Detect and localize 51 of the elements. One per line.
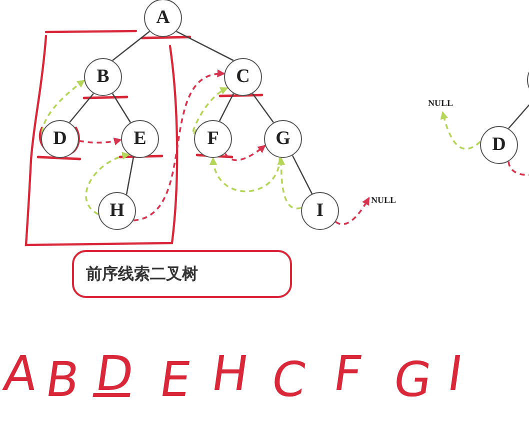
caption-box [72, 250, 292, 298]
node-letter: I [316, 200, 324, 222]
thread-arrow [133, 70, 226, 222]
tree-edge [218, 93, 234, 122]
handwritten-letter: A [0, 350, 40, 398]
handwritten-letter: G [390, 356, 435, 404]
thread-arrow [210, 157, 281, 192]
tree-edge [112, 30, 150, 62]
handwritten-letter: D [92, 350, 136, 398]
tree-edge [126, 156, 134, 195]
node-letter: F [207, 128, 219, 150]
tree-edge [176, 30, 234, 62]
null-label: NULL [371, 195, 396, 205]
tree-node-circle [121, 120, 159, 158]
thread-arrow [85, 152, 130, 216]
node-letter: B [96, 66, 110, 88]
tree-node-circle [84, 58, 122, 96]
handwritten-letter: I [444, 350, 466, 398]
tree-edge [69, 93, 94, 123]
thread-arrow [440, 111, 481, 150]
tree-node-circle [224, 58, 262, 96]
caption-text: 前序线索二叉树 [86, 264, 198, 284]
node-letter: H [110, 200, 124, 222]
thread-arrow [192, 87, 228, 135]
null-label: NULL [428, 98, 454, 108]
thread-arrow [277, 156, 302, 210]
tree-node-circle [194, 120, 232, 158]
tree-node-circle [264, 120, 302, 158]
node-letter: A [156, 7, 170, 29]
tree-edge [292, 155, 313, 194]
thread-arrow [41, 80, 86, 133]
handwritten-letter: H [208, 350, 252, 398]
node-letter: D [53, 128, 67, 150]
thread-arrow [78, 137, 122, 146]
tree-edge [112, 93, 132, 123]
tree-node-circle [41, 120, 79, 158]
handwritten-letter: B [42, 356, 82, 404]
tree-node-circle [301, 192, 339, 230]
thread-arrow [224, 144, 266, 162]
tree-node-circle [144, 0, 182, 37]
handwritten-letter: F [330, 350, 365, 398]
node-letter: G [276, 128, 290, 150]
node-letter: C [236, 66, 250, 88]
node-letter: E [134, 128, 146, 150]
tree-edge [252, 93, 274, 123]
tree-node-circle [480, 126, 518, 164]
thread-arrow [335, 196, 370, 226]
handwritten-letter: C [268, 356, 309, 404]
handwritten-letter: E [156, 356, 194, 404]
tree-node-circle [98, 192, 136, 230]
node-letter: D [492, 134, 506, 156]
